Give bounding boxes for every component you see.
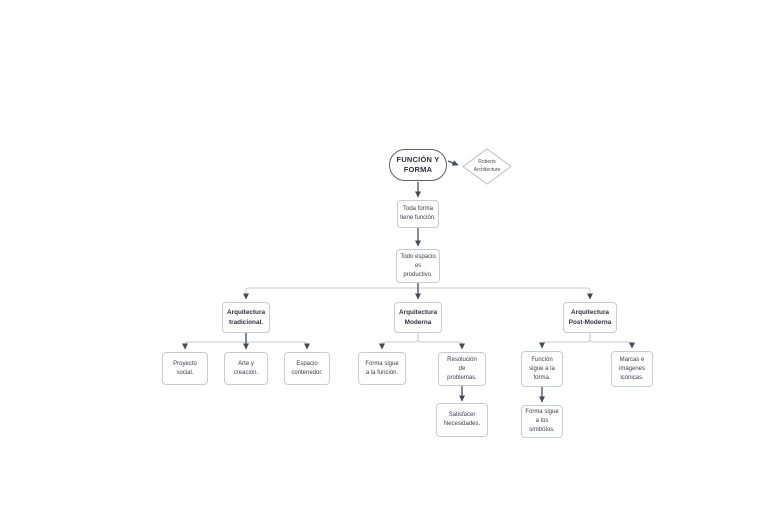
node-forma-sigue-simbolos: Forma sigue a los símbolos. <box>521 405 563 438</box>
node-espacio-contenedor: Espacio contenedor. <box>284 352 330 385</box>
node-proyecto-social: Proyecto social. <box>162 352 208 385</box>
node-toda-forma: Toda forma tiene función. <box>397 200 439 228</box>
node-arquitectura-tradicional: Arquitectura tradicional. <box>222 302 270 333</box>
node-marcas-imagenes-iconicas: Marcas e imágenes icónicas. <box>611 351 653 387</box>
node-todo-espacio: Todo espacio es productivo. <box>396 249 440 283</box>
node-forma-sigue-funcion: Forma sigue a la función. <box>358 352 406 385</box>
straight-connectors <box>243 160 545 403</box>
node-roberts-architecture: Roberts Architecture <box>462 148 512 185</box>
node-funcion-y-forma: FUNCIÓN Y FORMA <box>389 149 447 181</box>
node-arte-y-creacion: Arte y creación. <box>224 352 268 385</box>
diamond-shape-icon <box>462 148 512 185</box>
node-arquitectura-moderna: Arquitectura Moderna <box>394 302 442 333</box>
annotation-label: Roberts Architecture <box>473 159 501 173</box>
node-arquitectura-post-moderna: Arquitectura Post-Moderna <box>563 302 617 333</box>
elbow-connectors <box>182 287 635 350</box>
node-resolucion-problemas: Resolución de problemas. <box>438 352 486 386</box>
node-funcion-sigue-forma: Función sigue a la forma. <box>521 351 563 387</box>
node-satisfacer-necesidades: Satisfacer Necesidades. <box>436 403 488 437</box>
